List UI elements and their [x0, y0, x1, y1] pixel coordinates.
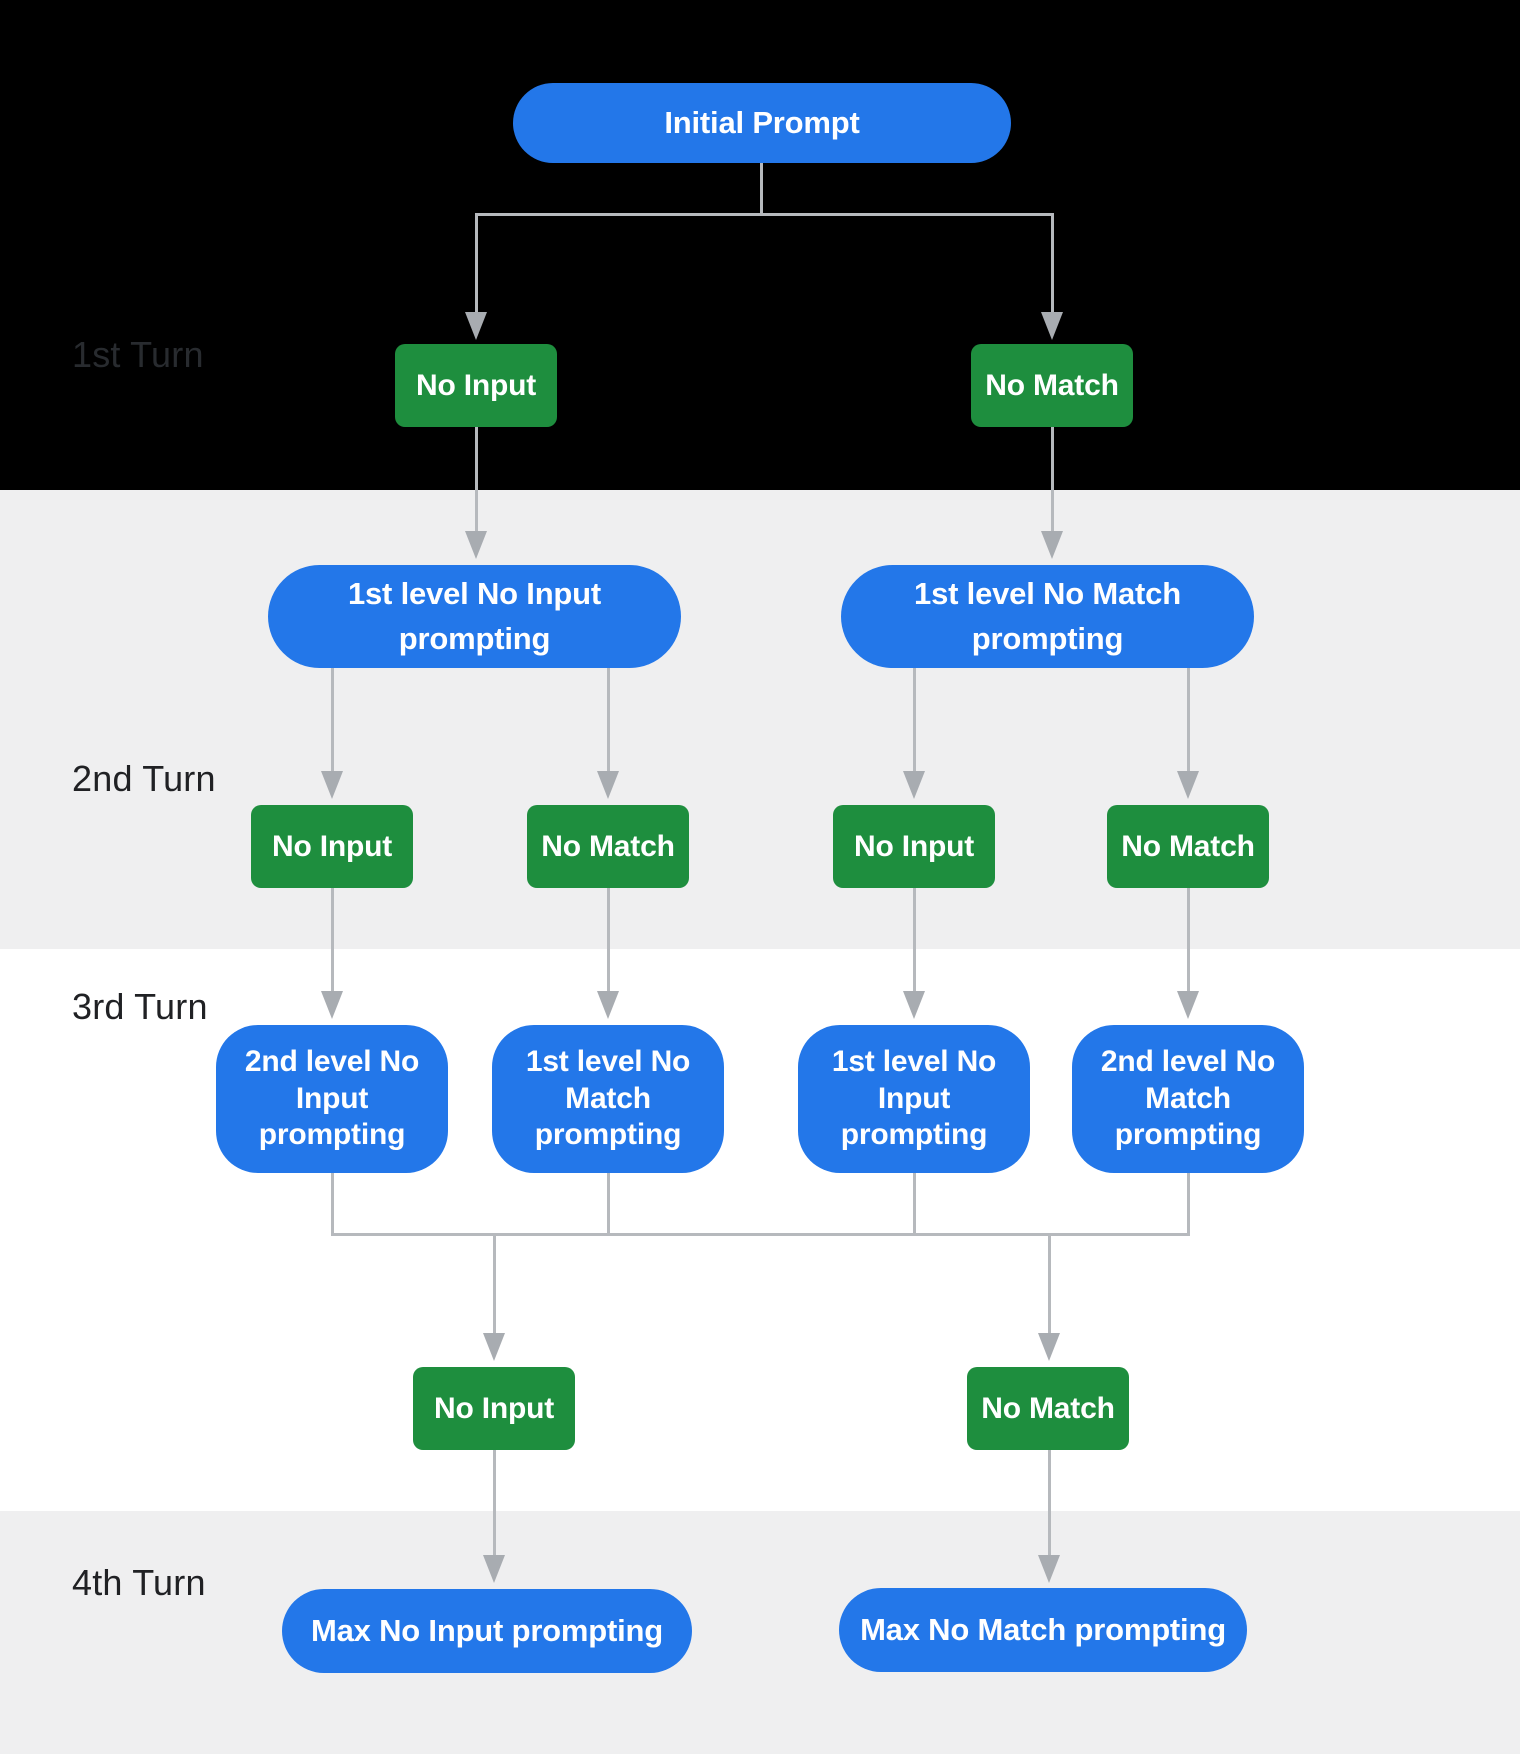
arrowhead-icon [1038, 1333, 1060, 1361]
connector-line [1051, 427, 1054, 531]
connector-line [913, 1173, 916, 1236]
band-turn1 [0, 0, 1520, 490]
node-turn2-no-match-left: No Match [527, 805, 689, 888]
node-initial-prompt: Initial Prompt [513, 83, 1011, 163]
arrowhead-icon [903, 991, 925, 1019]
arrowhead-icon [1177, 991, 1199, 1019]
connector-line [913, 668, 916, 771]
turn1-label: 1st Turn [72, 334, 204, 375]
node-2nd-level-no-input-prompting: 2nd level No Input prompting [216, 1025, 448, 1173]
node-1st-level-no-input-prompting-2: 1st level No Input prompting [798, 1025, 1030, 1173]
arrowhead-icon [321, 771, 343, 799]
node-max-no-match-prompting: Max No Match prompting [839, 1588, 1247, 1672]
node-turn2-no-input-right: No Input [833, 805, 995, 888]
connector-line [475, 427, 478, 531]
node-turn1-no-match: No Match [971, 344, 1133, 427]
arrowhead-icon [483, 1333, 505, 1361]
turn2-label: 2nd Turn [72, 758, 216, 799]
connector-bus-line [331, 1233, 1190, 1236]
arrowhead-icon [321, 991, 343, 1019]
arrowhead-icon [483, 1555, 505, 1583]
arrowhead-icon [1177, 771, 1199, 799]
connector-line [607, 1173, 610, 1236]
arrowhead-icon [465, 312, 487, 340]
connector-line [1187, 668, 1190, 771]
node-2nd-level-no-match-prompting: 2nd level No Match prompting [1072, 1025, 1304, 1173]
connector-line [1048, 1450, 1051, 1555]
connector-line [607, 668, 610, 771]
node-turn3-no-input: No Input [413, 1367, 575, 1450]
node-turn1-no-input: No Input [395, 344, 557, 427]
band-turn3 [0, 949, 1520, 1511]
connector-line [493, 1233, 496, 1333]
arrowhead-icon [465, 531, 487, 559]
connector-line [1048, 1233, 1051, 1333]
turn3-label: 3rd Turn [72, 986, 208, 1027]
node-turn3-no-match: No Match [967, 1367, 1129, 1450]
connector-line [1051, 213, 1054, 313]
connector-line [475, 213, 478, 313]
node-turn2-no-input-left: No Input [251, 805, 413, 888]
band-turn2 [0, 490, 1520, 949]
connector-line [1187, 1173, 1190, 1236]
connector-line [331, 668, 334, 771]
node-max-no-input-prompting: Max No Input prompting [282, 1589, 692, 1673]
band-turn4 [0, 1511, 1520, 1754]
connector-line [331, 1173, 334, 1236]
arrowhead-icon [1038, 1555, 1060, 1583]
arrowhead-icon [597, 991, 619, 1019]
connector-line [607, 888, 610, 991]
connector-line [493, 1450, 496, 1555]
connector-line [475, 213, 1053, 216]
connector-line [913, 888, 916, 991]
connector-line [331, 888, 334, 991]
node-1st-level-no-match-prompting: 1st level No Match prompting [841, 565, 1254, 668]
arrowhead-icon [597, 771, 619, 799]
arrowhead-icon [1041, 531, 1063, 559]
arrowhead-icon [903, 771, 925, 799]
arrowhead-icon [1041, 312, 1063, 340]
node-turn2-no-match-right: No Match [1107, 805, 1269, 888]
turn4-label: 4th Turn [72, 1562, 206, 1603]
connector-line [760, 163, 763, 214]
node-1st-level-no-match-prompting-2: 1st level No Match prompting [492, 1025, 724, 1173]
node-1st-level-no-input-prompting: 1st level No Input prompting [268, 565, 681, 668]
connector-line [1187, 888, 1190, 991]
